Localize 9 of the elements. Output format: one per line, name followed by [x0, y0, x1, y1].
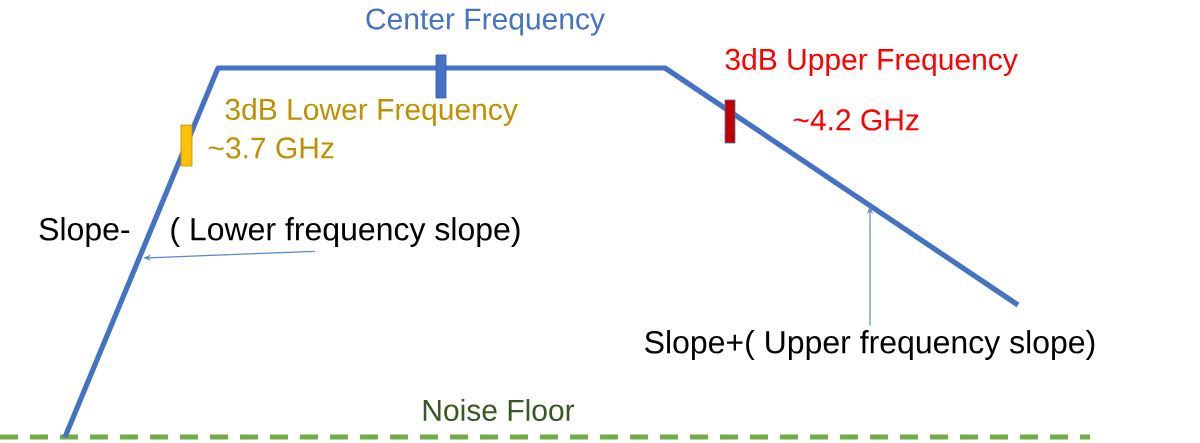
marker-label: 3dB Upper Frequency [725, 48, 1018, 76]
frequency-value: ~3.7 GHz [208, 137, 334, 159]
noise-floor-label: Noise Floor [423, 399, 575, 421]
marker-label: Center Frequency [366, 8, 605, 36]
slope-label: ( Lower frequency slope) [171, 217, 520, 247]
slope-label: Slope- [39, 217, 130, 247]
slope-label: Slope+( Upper frequency slope) [645, 330, 1095, 360]
marker-label: 3dB Lower Frequency [225, 98, 518, 126]
frequency-value: ~4.2 GHz [793, 109, 919, 131]
